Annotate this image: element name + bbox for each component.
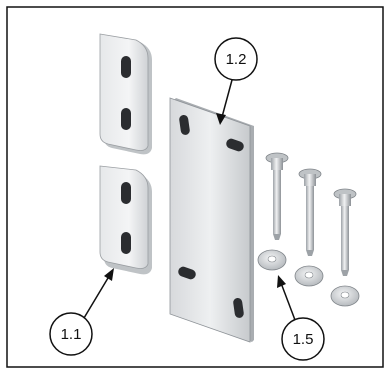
washer-2 xyxy=(294,265,324,287)
bracket-slot-top xyxy=(121,56,131,78)
bolt-2 xyxy=(298,168,322,256)
callout-1-1: 1.1 xyxy=(49,268,114,356)
callout-circle-1-2 xyxy=(214,37,258,81)
leader-line-1-5 xyxy=(280,282,296,321)
upper-bracket xyxy=(99,33,152,155)
bracket-slot-bottom xyxy=(121,108,131,130)
mounting-plate xyxy=(169,97,254,343)
callout-1-2: 1.2 xyxy=(214,37,258,125)
callout-label-1-1: 1.1 xyxy=(61,326,82,343)
bracket-slot-bottom xyxy=(121,232,131,254)
leader-line-1-2 xyxy=(221,79,233,118)
washer-1 xyxy=(257,249,287,271)
diagram-frame xyxy=(6,6,384,368)
callout-circle-1-1 xyxy=(49,312,93,356)
leader-arrow-1-5 xyxy=(277,275,286,288)
plate-slot-bottom-right xyxy=(233,297,244,318)
callout-1-5: 1.5 xyxy=(277,275,325,361)
leader-arrow-1-2 xyxy=(216,113,226,125)
lower-bracket xyxy=(99,165,152,275)
bolt-1 xyxy=(265,152,289,240)
bolt-3 xyxy=(333,188,357,276)
callout-label-1-2: 1.2 xyxy=(226,51,247,68)
callout-label-1-5: 1.5 xyxy=(293,331,314,348)
leader-line-1-1 xyxy=(83,272,112,319)
bracket-slot-top xyxy=(121,182,131,204)
leader-arrow-1-1 xyxy=(104,268,114,281)
plate-slot-top-left xyxy=(179,114,190,135)
washer-3 xyxy=(330,285,360,307)
plate-slot-bottom-left xyxy=(178,266,196,280)
plate-slot-top-right xyxy=(226,138,244,152)
callout-circle-1-5 xyxy=(281,317,325,361)
